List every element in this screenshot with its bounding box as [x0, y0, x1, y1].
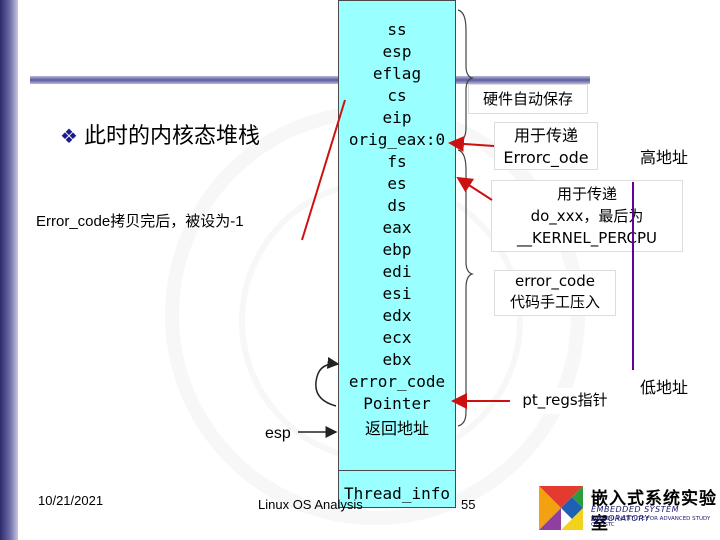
lab-name-en: EMBEDDED SYSTEM LABORATORY [591, 505, 679, 523]
esp-pointer-label: esp [265, 425, 291, 442]
pt-regs-pointer-label: pt_regs指针 [510, 388, 620, 414]
lab-logo: 嵌入式系统实验室 EMBEDDED SYSTEM LABORATORY SUZH… [537, 482, 719, 540]
do-xxx-line2: do_xxx，最后为 [530, 207, 644, 225]
eax-arrow [456, 176, 493, 201]
errorcode-pass-line2: Errorc_ode [503, 148, 589, 167]
stack-slot-es: es [387, 174, 407, 193]
do-xxx-line1: 用于传递 [556, 185, 617, 203]
heading-to-stack-line [301, 99, 346, 241]
stack-slot-eflag: eflag [372, 64, 422, 83]
do-xxx-line3: __KERNEL_PERCPU [517, 229, 657, 247]
stack-slot-esi: esi [382, 284, 412, 303]
title-divider [30, 76, 590, 84]
page-number: 55 [461, 497, 476, 512]
error-code-push-label: error_code 代码手工压入 [494, 270, 616, 316]
errorcode-pass-line1: 用于传递 [513, 126, 578, 145]
low-address-label: 低地址 [640, 378, 689, 397]
stack-slot-error-code: error_code [348, 372, 446, 391]
heading-text: 此时的内核态堆栈 [83, 124, 260, 149]
hardware-saved-label: 硬件自动保存 [468, 84, 588, 114]
slide-heading: ❖此时的内核态堆栈 [60, 118, 260, 150]
stack-slot-eip: eip [382, 108, 412, 127]
stack-slot-ecx: ecx [382, 328, 412, 347]
error-code-push-line1: error_code [515, 272, 595, 290]
slide-date: 10/21/2021 [38, 493, 104, 508]
stack-slot-cs: cs [387, 86, 407, 105]
thread-info-box [338, 470, 456, 508]
error-code-push-line2: 代码手工压入 [509, 293, 600, 311]
left-decor-stripe [0, 0, 18, 540]
stack-slot-esp: esp [382, 42, 412, 61]
high-address-label: 高地址 [640, 148, 689, 167]
lab-affiliation: SUZHOU INSTITUTE FOR ADVANCED STUDY OF U… [591, 516, 711, 528]
do-xxx-pass-label: 用于传递 do_xxx，最后为 __KERNEL_PERCPU [491, 180, 683, 252]
stack-slot-orig-eax: orig_eax:0 [348, 130, 446, 149]
error-code-note: Error_code拷贝完后，被设为-1 [36, 213, 244, 230]
hardware-saved-brace [457, 9, 474, 143]
stack-slot-pointer: Pointer [363, 394, 431, 413]
stack-slot-ss: ss [387, 20, 407, 39]
thread-info-label: Thread_info [344, 484, 450, 503]
stack-slot-edi: edi [382, 262, 412, 281]
slide-footer: Linux OS Analysis [258, 497, 363, 512]
software-saved-brace [457, 149, 474, 427]
loop-arrow [315, 356, 340, 407]
errorcode-pass-label: 用于传递 Errorc_ode [494, 122, 598, 170]
tangram-logo-icon [539, 486, 583, 530]
orig-eax-arrow [448, 135, 495, 152]
stack-slot-eax: eax [382, 218, 412, 237]
stack-slot-ebx: ebx [382, 350, 412, 369]
stack-slot-return-address: 返回地址 [364, 419, 429, 438]
stack-slot-ds: ds [387, 196, 407, 215]
stack-slot-ebp: ebp [382, 240, 412, 259]
lab-name-cn: 嵌入式系统实验室 [591, 489, 717, 534]
stack-slot-edx: edx [382, 306, 412, 325]
stack-slot-fs: fs [387, 152, 407, 171]
kernel-stack [338, 0, 456, 508]
diamond-bullet-icon: ❖ [60, 124, 78, 148]
